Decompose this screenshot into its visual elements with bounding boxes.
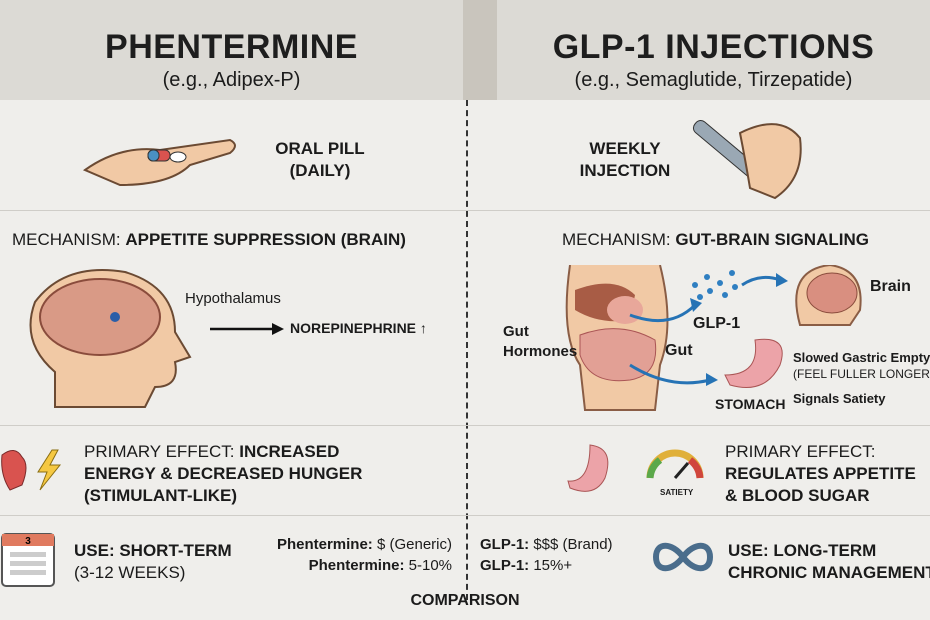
calendar-day: 3 — [25, 536, 31, 547]
phentermine-stats: Phentermine: $ (Generic) Phentermine: 5-… — [277, 534, 452, 576]
effect-line: (STIMULANT-LIKE) — [84, 486, 237, 505]
effect-line: INCREASED — [239, 442, 340, 461]
hand-pill-icon — [82, 138, 236, 187]
gut-brain-diagram — [565, 265, 862, 411]
gut-hormones-line: Hormones — [503, 343, 578, 360]
row-divider — [0, 425, 930, 426]
use-line: CHRONIC MANAGEMENT — [728, 563, 930, 582]
infinity-icon — [652, 542, 714, 572]
glp1-title: GLP-1 INJECTIONS — [552, 28, 875, 66]
oral-pill-label: ORAL PILL (DAILY) — [270, 138, 370, 182]
mechanism-prefix: MECHANISM: — [12, 230, 126, 249]
phentermine-use: USE: SHORT-TERM (3-12 WEEKS) — [74, 540, 232, 584]
glp1-stats: GLP-1: $$$ (Brand) GLP-1: 15%+ — [480, 534, 613, 576]
use-line: (3-12 WEEKS) — [74, 563, 186, 582]
head-brain-icon — [29, 269, 192, 408]
effect-line: & BLOOD SUGAR — [725, 486, 870, 505]
stat-value: 5-10% — [404, 557, 452, 574]
glp1-header: GLP-1 INJECTIONS (e.g., Semaglutide, Tir… — [497, 0, 930, 100]
glp1-effect: PRIMARY EFFECT: REGULATES APPETITE & BLO… — [725, 441, 916, 507]
stat-name: GLP-1: — [480, 557, 530, 574]
form-line: WEEKLY — [589, 139, 661, 158]
injection-pen-icon — [692, 119, 802, 200]
norepinephrine-label: NOREPINEPHRINE ↑ — [290, 320, 427, 336]
brain-label: Brain — [870, 278, 911, 295]
center-divider — [466, 100, 468, 600]
footer-comparison: COMPARISON — [410, 592, 520, 609]
stat-value: $ (Generic) — [372, 536, 452, 553]
weekly-injection-label: WEEKLY INJECTION — [570, 138, 680, 182]
row-divider — [0, 515, 930, 516]
arrow-icon — [210, 323, 284, 335]
glp1-weight-loss: GLP-1: 15%+ — [480, 555, 613, 576]
stat-name: Phentermine: — [308, 557, 405, 574]
effect-prefix: PRIMARY EFFECT: — [84, 442, 240, 461]
form-line: (DAILY) — [289, 161, 351, 180]
glp1-use: USE: LONG-TERM CHRONIC MANAGEMENT — [728, 540, 930, 584]
effect-line: ENERGY & DECREASED HUNGER — [84, 464, 363, 483]
calendar-icon: 3 — [1, 533, 55, 587]
stat-value: $$$ (Brand) — [529, 536, 613, 553]
fuller-label: (FEEL FULLER LONGER) — [793, 367, 930, 381]
effect-line: REGULATES APPETITE — [725, 464, 916, 483]
stat-name: GLP-1: — [480, 536, 530, 553]
stat-value: 15%+ — [529, 557, 573, 574]
stomach-label: STOMACH — [715, 396, 786, 412]
phentermine-subtitle: (e.g., Adipex-P) — [162, 69, 301, 91]
use-line: USE: LONG-TERM — [728, 541, 877, 560]
slowed-gastric-label: Slowed Gastric Empty — [793, 350, 930, 365]
form-line: INJECTION — [579, 161, 671, 180]
use-line: USE: SHORT-TERM — [74, 541, 232, 560]
glp1-mechanism: MECHANISM: GUT-BRAIN SIGNALING — [562, 229, 869, 251]
stomach-gauge-icon — [567, 444, 704, 492]
phentermine-effect: PRIMARY EFFECT: INCREASED ENERGY & DECRE… — [84, 441, 362, 507]
phentermine-header: PHENTERMINE (e.g., Adipex-P) — [0, 0, 463, 100]
mechanism-prefix: MECHANISM: — [562, 230, 676, 249]
row-divider — [0, 210, 930, 211]
form-line: ORAL PILL — [275, 139, 365, 158]
header-gap — [463, 0, 497, 100]
phentermine-title: PHENTERMINE — [105, 28, 358, 66]
glp1-cost: GLP-1: $$$ (Brand) — [480, 534, 613, 555]
hypothalamus-label: Hypothalamus — [185, 290, 281, 307]
mechanism-text: GUT-BRAIN SIGNALING — [675, 230, 869, 249]
phentermine-cost: Phentermine: $ (Generic) — [277, 534, 452, 555]
heart-lightning-icon — [1, 449, 62, 491]
stat-name: Phentermine: — [276, 536, 373, 553]
effect-prefix: PRIMARY EFFECT: — [725, 442, 876, 461]
phentermine-weight-loss: Phentermine: 5-10% — [277, 555, 452, 576]
mechanism-text: APPETITE SUPPRESSION (BRAIN) — [125, 230, 406, 249]
phentermine-mechanism: MECHANISM: APPETITE SUPPRESSION (BRAIN) — [12, 229, 406, 251]
gut-label: Gut — [665, 342, 693, 359]
gut-hormones-line: Gut — [503, 323, 529, 340]
glp1-subtitle: (e.g., Semaglutide, Tirzepatide) — [574, 69, 853, 91]
glp1-label: GLP-1 — [693, 315, 741, 332]
satiety-gauge-label: SATIETY — [660, 488, 694, 497]
signals-satiety-label: Signals Satiety — [793, 391, 886, 406]
